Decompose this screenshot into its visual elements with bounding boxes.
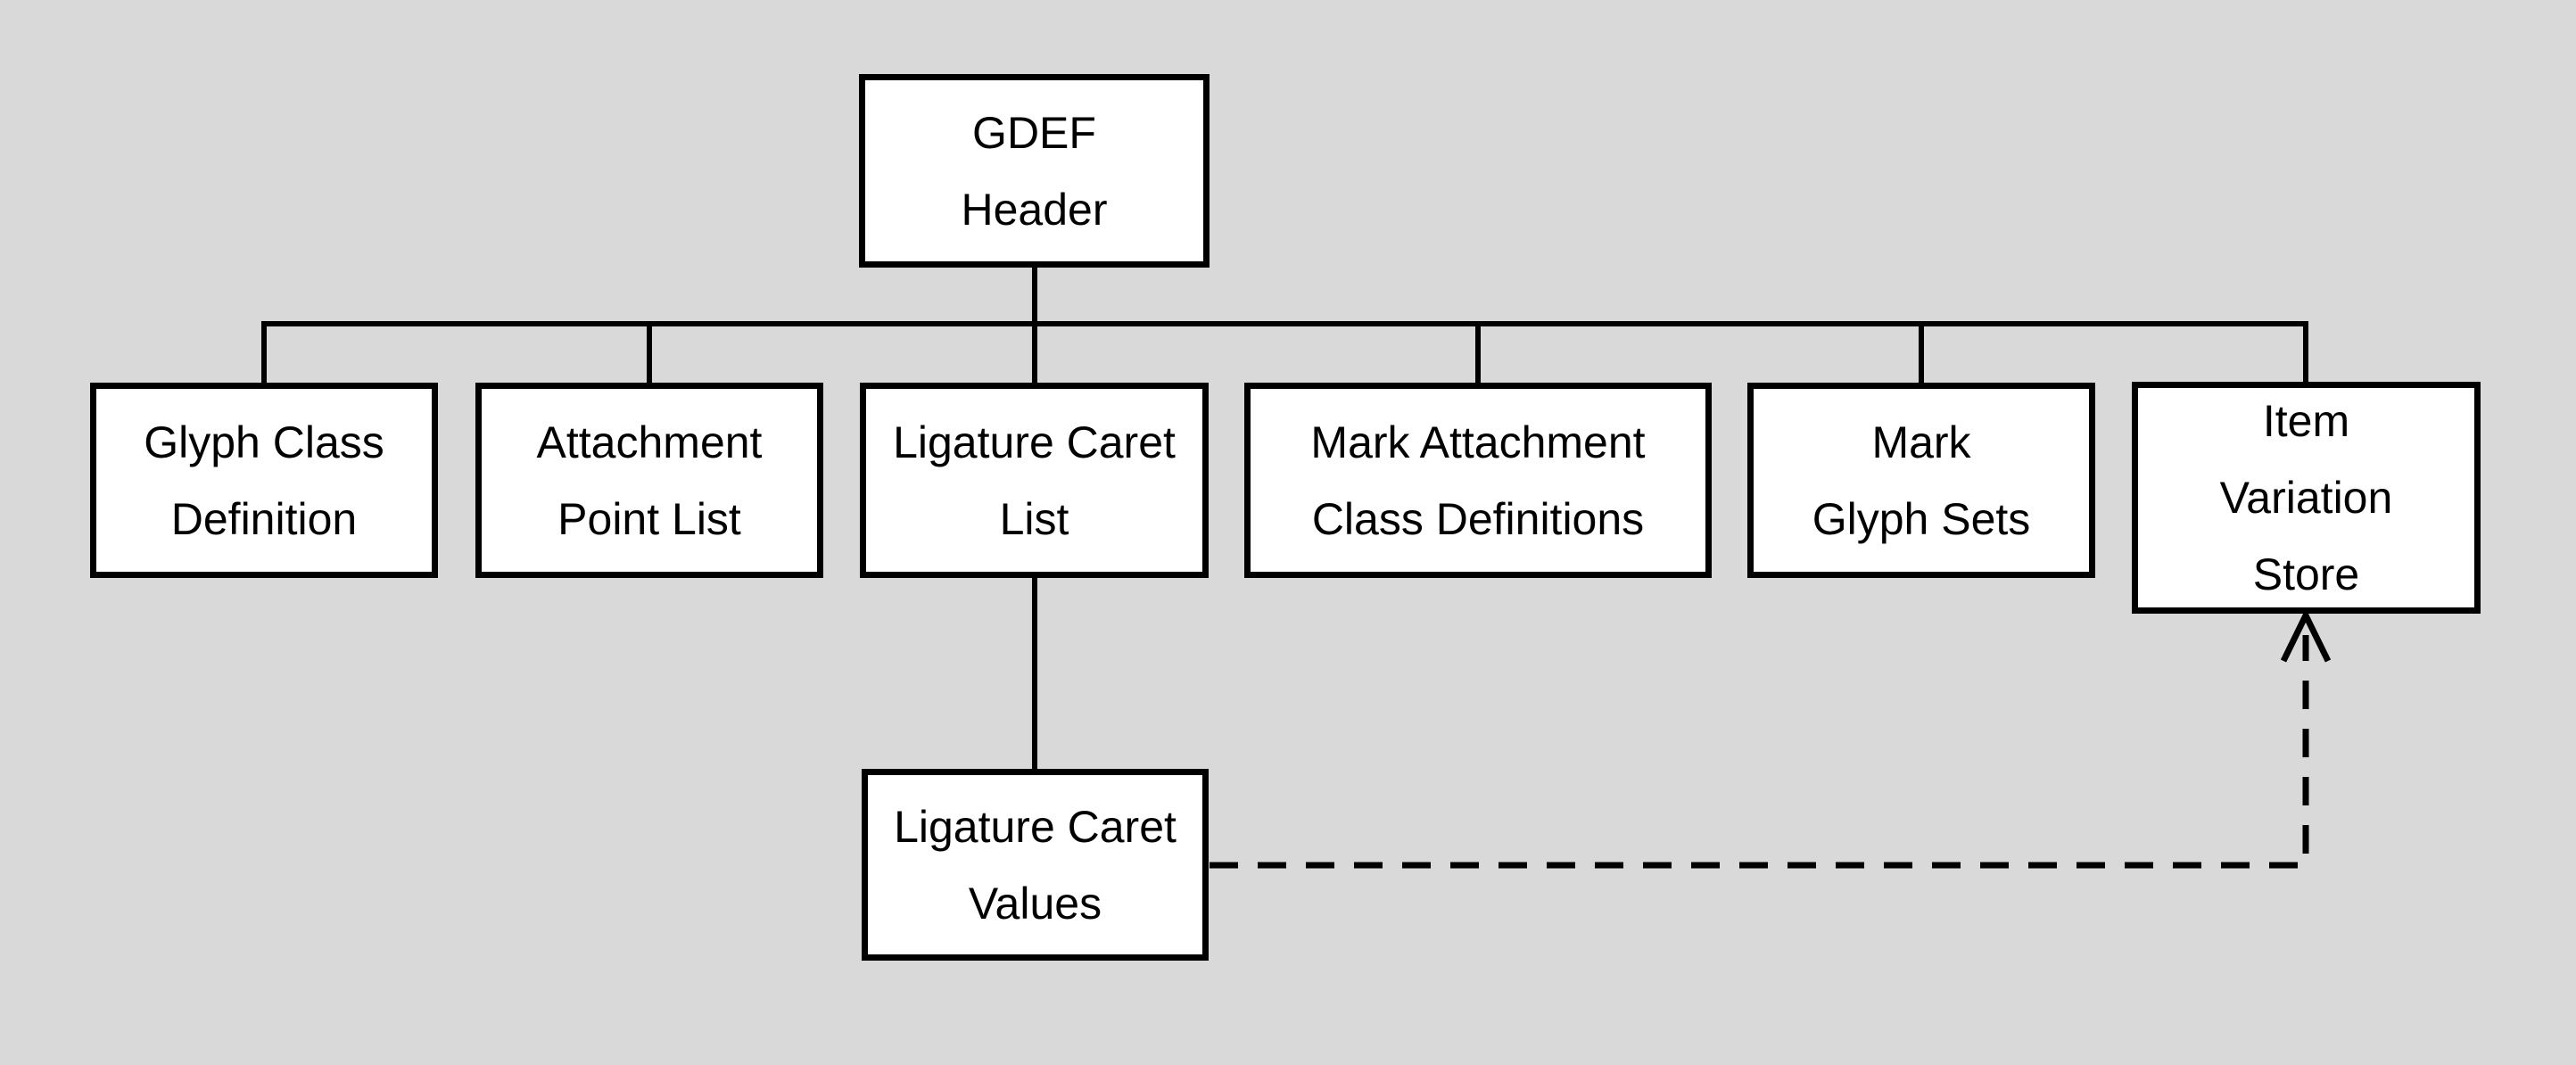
node-attachment-point-list-label: Attachment Point List (536, 417, 763, 544)
node-item-variation-store: Item Variation Store (2132, 382, 2481, 614)
connector-dashed-values-to-item-variation-store (1210, 635, 2309, 869)
arrow-up-open-icon (2280, 608, 2332, 663)
node-gdef-header: GDEF Header (859, 74, 1210, 268)
node-ligature-caret-values: Ligature Caret Values (862, 769, 1209, 961)
node-gdef-header-label: GDEF Header (961, 107, 1108, 235)
node-ligature-caret-list-label: Ligature Caret List (893, 417, 1176, 544)
node-mark-glyph-sets: Mark Glyph Sets (1747, 383, 2095, 578)
node-item-variation-store-label: Item Variation Store (2219, 396, 2393, 599)
node-glyph-class-definition-label: Glyph Class Definition (144, 417, 384, 544)
node-ligature-caret-values-label: Ligature Caret Values (894, 801, 1177, 929)
node-ligature-caret-list: Ligature Caret List (860, 383, 1209, 578)
node-mark-glyph-sets-label: Mark Glyph Sets (1812, 417, 2031, 544)
node-mark-attachment-class-definitions-label: Mark Attachment Class Definitions (1310, 417, 1646, 544)
node-glyph-class-definition: Glyph Class Definition (90, 383, 438, 578)
connector-trunk (261, 321, 2308, 384)
node-mark-attachment-class-definitions: Mark Attachment Class Definitions (1244, 383, 1712, 578)
node-attachment-point-list: Attachment Point List (475, 383, 823, 578)
